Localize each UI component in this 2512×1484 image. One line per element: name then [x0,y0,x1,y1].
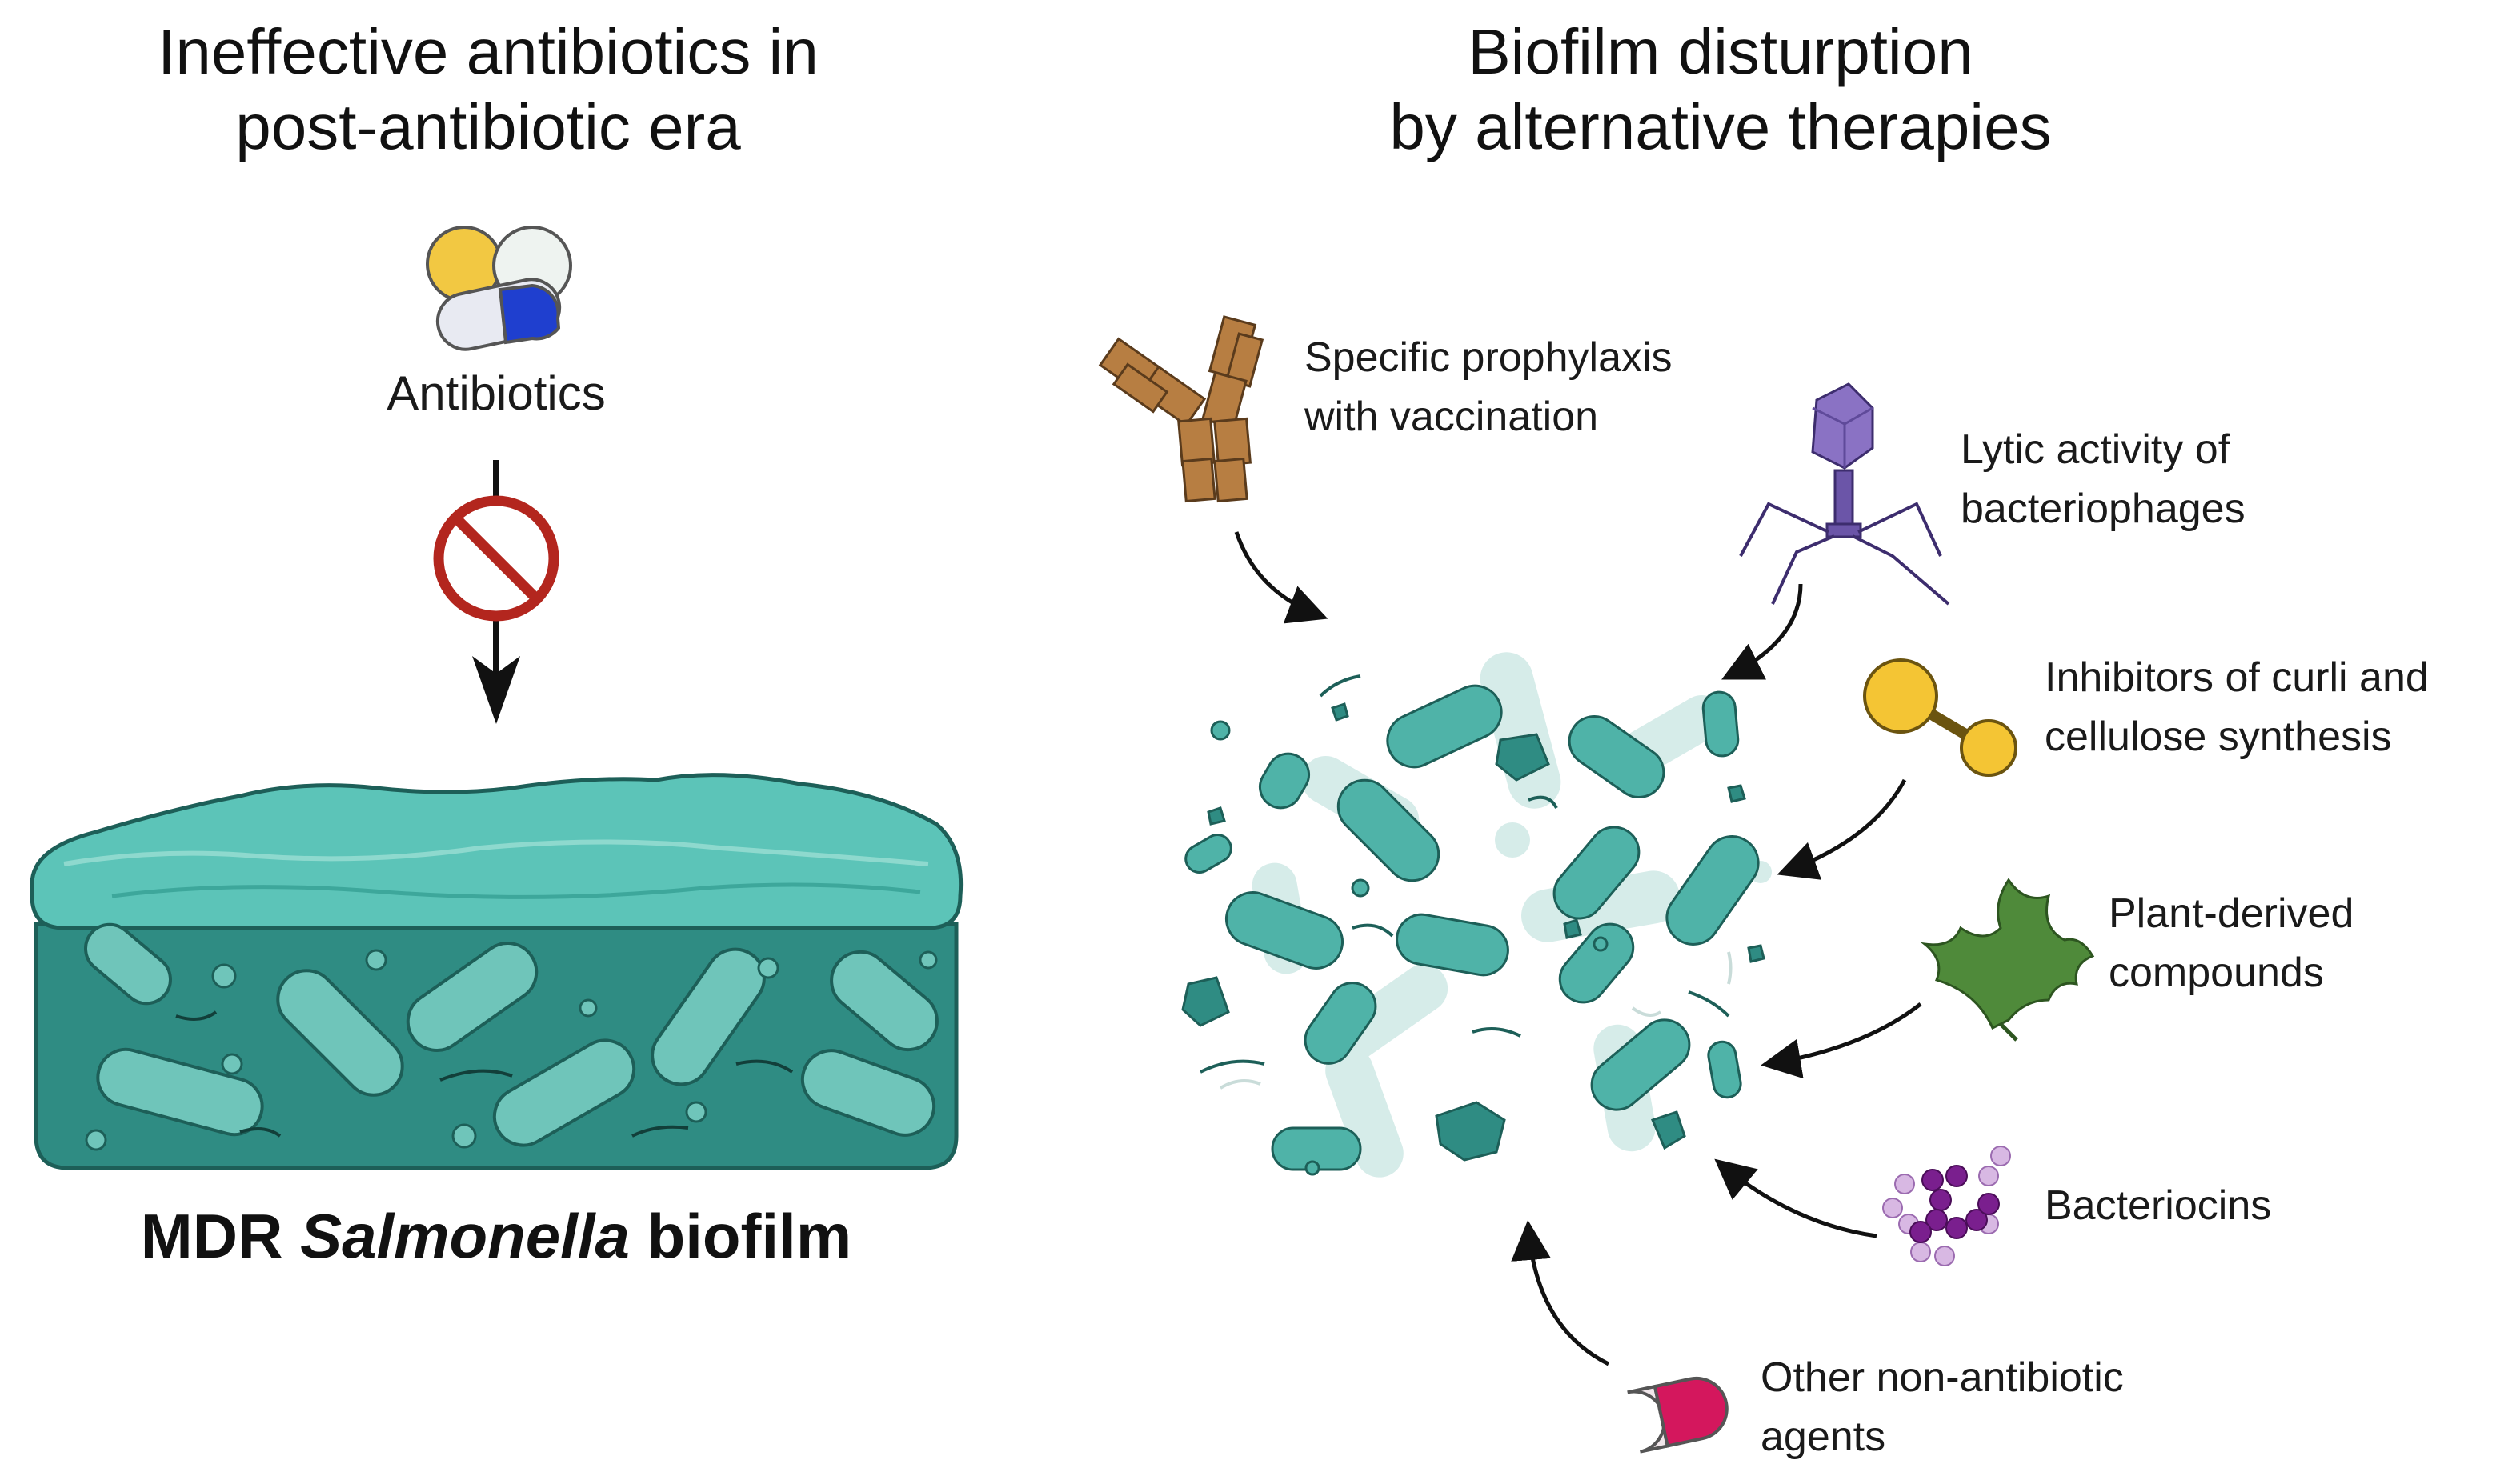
right-title: Biofilm disturption by alternative thera… [1248,14,2193,165]
right-title-line-1: Biofilm disturption [1468,16,1973,87]
therapy-label-line: agents [1761,1414,1886,1460]
therapy-label-other: Other non-antibiotic agents [1761,1348,2124,1466]
pills-icon [426,226,572,351]
prohibition-icon [433,495,559,622]
disrupted-biofilm [1181,652,1772,1178]
therapy-label-line: cellulose synthesis [2045,714,2392,760]
therapy-label-line: Specific prophylaxis [1304,334,1673,381]
therapy-arrows [1234,531,1922,1366]
capsule-icon [1627,1376,1729,1454]
left-title: Ineffective antibiotics in post-antibiot… [32,14,944,165]
bacteriophage-icon [1739,382,1950,606]
therapy-label-bacteriocins: Bacteriocins [2045,1176,2271,1235]
therapy-label-phages: Lytic activity of bacteriophages [1961,420,2246,538]
therapy-label-line: compounds [2109,950,2324,996]
biofilm-caption-suffix: biofilm [629,1201,852,1271]
antibody-icon [1098,315,1264,503]
antibiotics-label: Antibiotics [352,364,640,423]
therapy-label-line: bacteriophages [1961,486,2246,532]
leaf-icon [1920,878,2095,1042]
therapy-label-line: Plant-derived [2109,890,2354,937]
molecule-icon [1863,658,2017,777]
biofilm-caption-prefix: MDR [140,1201,301,1271]
right-title-line-2: by alternative therapies [1389,91,2052,162]
therapy-label-plant: Plant-derived compounds [2109,884,2354,1002]
therapy-label-line: Inhibitors of curli and [2045,654,2429,701]
left-title-line-2: post-antibiotic era [235,91,741,162]
therapy-label-curli: Inhibitors of curli and cellulose synthe… [2045,648,2429,766]
biofilm-block [30,773,964,1170]
biofilm-caption-genus: Salmonella [300,1201,630,1271]
therapy-label-vaccination: Specific prophylaxis with vaccination [1304,328,1673,446]
therapy-label-line: Lytic activity of [1961,426,2230,473]
therapy-label-line: with vaccination [1304,394,1599,440]
peptide-chain-icon [1882,1146,2011,1266]
therapy-label-line: Other non-antibiotic [1761,1354,2124,1401]
blocked-arrow [433,460,559,724]
left-title-line-1: Ineffective antibiotics in [158,16,819,87]
antibiotics-label-text: Antibiotics [387,366,606,420]
therapy-label-line: Bacteriocins [2045,1182,2272,1229]
biofilm-caption: MDR Salmonella biofilm [32,1200,960,1273]
